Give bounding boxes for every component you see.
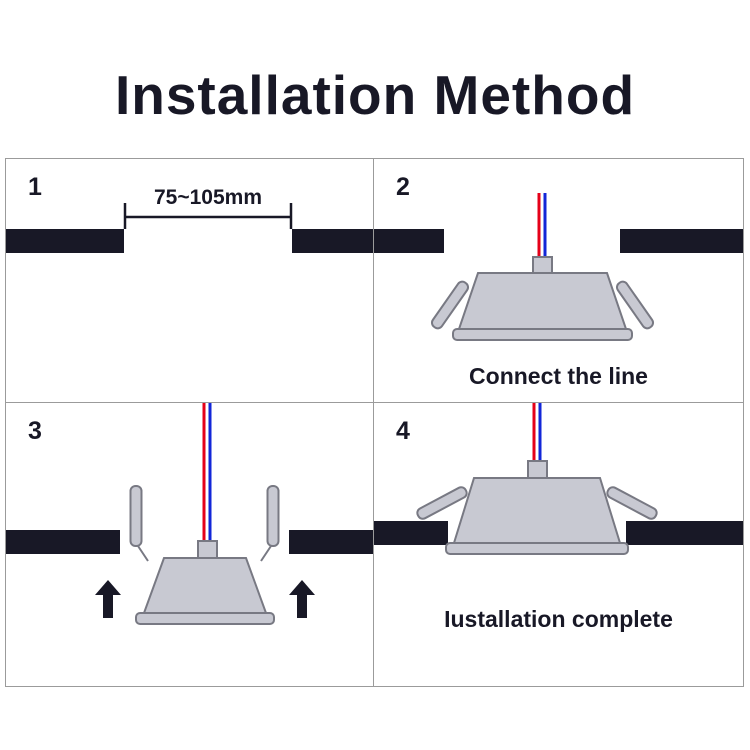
panel-3-number: 3 bbox=[28, 417, 42, 445]
ceiling-bars bbox=[374, 521, 743, 545]
panel-2-number: 2 bbox=[396, 173, 410, 201]
lamp-rim bbox=[445, 542, 629, 555]
installation-grid: 1 75~105mm bbox=[5, 158, 744, 687]
ceiling-bars bbox=[6, 530, 373, 554]
page-title: Installation Method bbox=[114, 64, 636, 126]
power-wires bbox=[537, 193, 547, 259]
panel-1-number: 1 bbox=[28, 173, 42, 201]
panel-1: 1 75~105mm bbox=[6, 159, 374, 403]
power-wires bbox=[532, 403, 542, 465]
panel-1-graphic bbox=[6, 203, 373, 253]
spring-clips bbox=[416, 486, 658, 520]
spring-clips bbox=[129, 485, 280, 562]
panel-3: 3 bbox=[6, 403, 374, 686]
ceiling-bars bbox=[374, 229, 743, 253]
ceiling-bars bbox=[6, 229, 373, 253]
push-up-arrows bbox=[95, 580, 315, 618]
dimension-lines bbox=[123, 203, 293, 229]
panel-4-graphic bbox=[374, 403, 743, 555]
wire-connector bbox=[532, 256, 553, 275]
downlight bbox=[430, 256, 655, 341]
panel-4: 4 Iustallation complete bbox=[374, 403, 743, 686]
power-wires bbox=[202, 403, 212, 543]
lamp-rim bbox=[452, 328, 633, 341]
spring-clips bbox=[430, 280, 655, 330]
downlight bbox=[445, 460, 629, 555]
wire-connector bbox=[527, 460, 548, 479]
panel-4-caption: Iustallation complete bbox=[444, 606, 673, 632]
dimension-label: 75~105mm bbox=[153, 186, 262, 209]
panel-2-caption: Connect the line bbox=[469, 363, 648, 389]
lamp-rim bbox=[135, 612, 275, 625]
panel-4-number: 4 bbox=[396, 417, 410, 445]
downlight bbox=[135, 540, 275, 625]
panel-3-graphic bbox=[6, 403, 373, 625]
wire-connector bbox=[197, 540, 218, 559]
panel-2-graphic bbox=[374, 193, 743, 341]
lamp-body bbox=[457, 272, 628, 330]
lamp-body bbox=[452, 477, 622, 544]
lamp-body bbox=[142, 557, 268, 614]
panel-2: 2 Connect the line bbox=[374, 159, 743, 403]
